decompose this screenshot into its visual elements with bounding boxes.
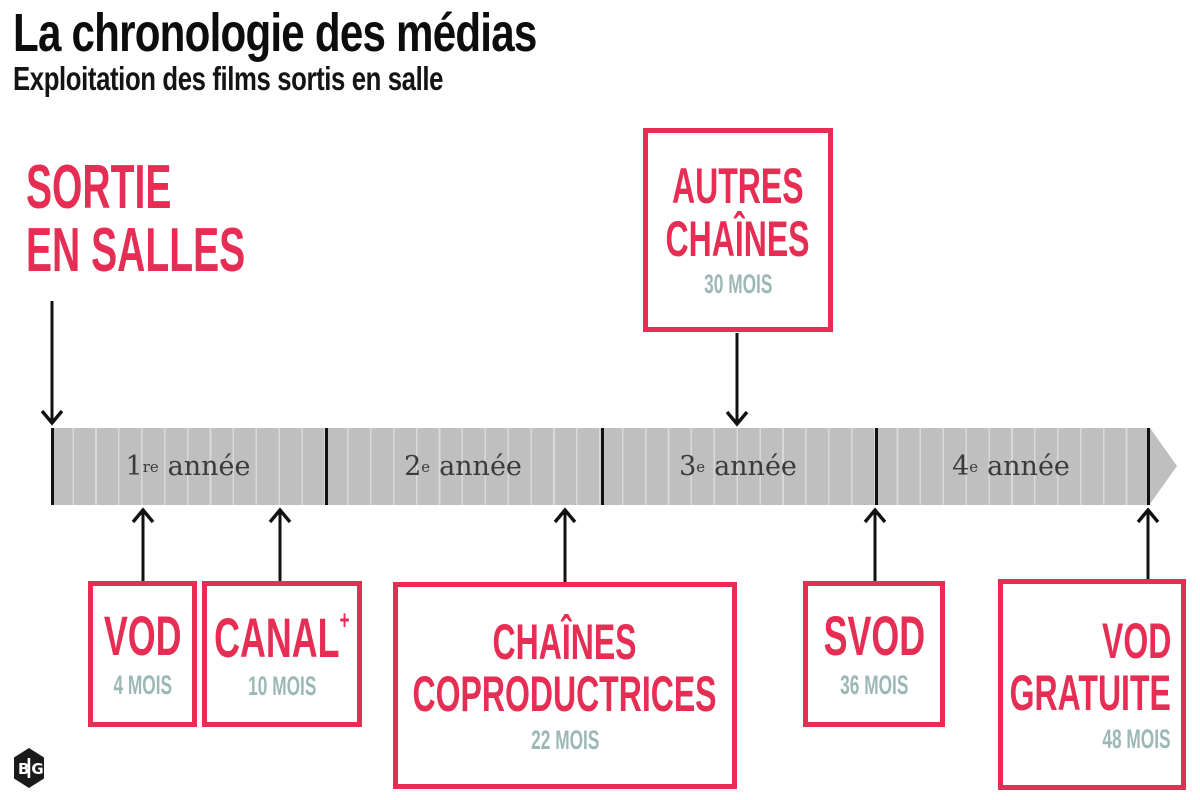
box-title-line: CHAÎNES [665, 210, 811, 267]
big-logo-icon: B G [14, 748, 44, 788]
year-word: année [167, 451, 251, 482]
page-subtitle: Exploitation des films sortis en salle [13, 60, 444, 97]
sortie-en-salles-label: SORTIE EN SALLES [26, 153, 246, 286]
year-divider-3 [875, 428, 878, 505]
canal-title-text: CANAL [214, 605, 340, 669]
box-title-line: CHAÎNES [492, 613, 638, 670]
box-title-line: AUTRES [672, 158, 804, 214]
arrow-down-icon [40, 301, 64, 426]
box-duration: 4 MOIS [113, 669, 172, 700]
year-word: année [714, 451, 797, 482]
box-title: CANAL+ [214, 604, 350, 669]
box-duration: 22 MOIS [530, 724, 600, 755]
logo-letter-g: G [31, 760, 43, 778]
box-duration: 48 MOIS [1102, 723, 1171, 754]
window-box-chaines-coproductrices: CHAÎNES COPRODUCTRICES 22 MOIS [393, 582, 737, 789]
arrow-up-icon [1136, 507, 1160, 580]
window-box-vod-gratuite: VOD GRATUITE 48 MOIS [998, 579, 1186, 790]
box-title-line: GRATUITE [1009, 665, 1171, 721]
timeline-start-line [51, 428, 54, 505]
box-title: VOD [103, 604, 182, 668]
box-title-line: COPRODUCTRICES [412, 666, 718, 722]
arrow-up-icon [553, 507, 577, 583]
year-divider-1 [325, 428, 328, 505]
box-title: SVOD [823, 604, 925, 668]
page-title: La chronologie des médias [13, 3, 537, 63]
year-word: année [439, 451, 522, 482]
box-title-line: VOD [1101, 612, 1171, 669]
year-word: année [987, 451, 1070, 482]
logo-letter-b: B [18, 760, 29, 778]
arrow-up-icon [268, 507, 292, 582]
box-duration: 10 MOIS [247, 671, 317, 702]
window-box-autres-chaines: AUTRES CHAÎNES 30 MOIS [643, 128, 833, 332]
sortie-line-2: EN SALLES [26, 216, 246, 286]
timeline-end-line [1147, 428, 1150, 505]
timeline-arrowhead [1150, 428, 1177, 504]
arrow-down-icon [725, 333, 749, 427]
year-number: 2 [404, 451, 422, 482]
box-duration: 30 MOIS [703, 269, 773, 299]
sortie-line-1: SORTIE [26, 153, 172, 222]
year-divider-2 [601, 428, 604, 505]
canal-plus-sign: + [339, 604, 350, 635]
arrow-up-icon [863, 507, 887, 582]
window-box-vod: VOD 4 MOIS [88, 581, 197, 727]
year-number: 1 [125, 451, 143, 482]
year-number: 4 [952, 451, 970, 482]
window-box-svod: SVOD 36 MOIS [803, 581, 945, 727]
arrow-up-icon [131, 507, 155, 582]
box-duration: 36 MOIS [839, 669, 909, 700]
window-box-canal-plus: CANAL+ 10 MOIS [202, 581, 362, 727]
year-number: 3 [679, 451, 697, 482]
